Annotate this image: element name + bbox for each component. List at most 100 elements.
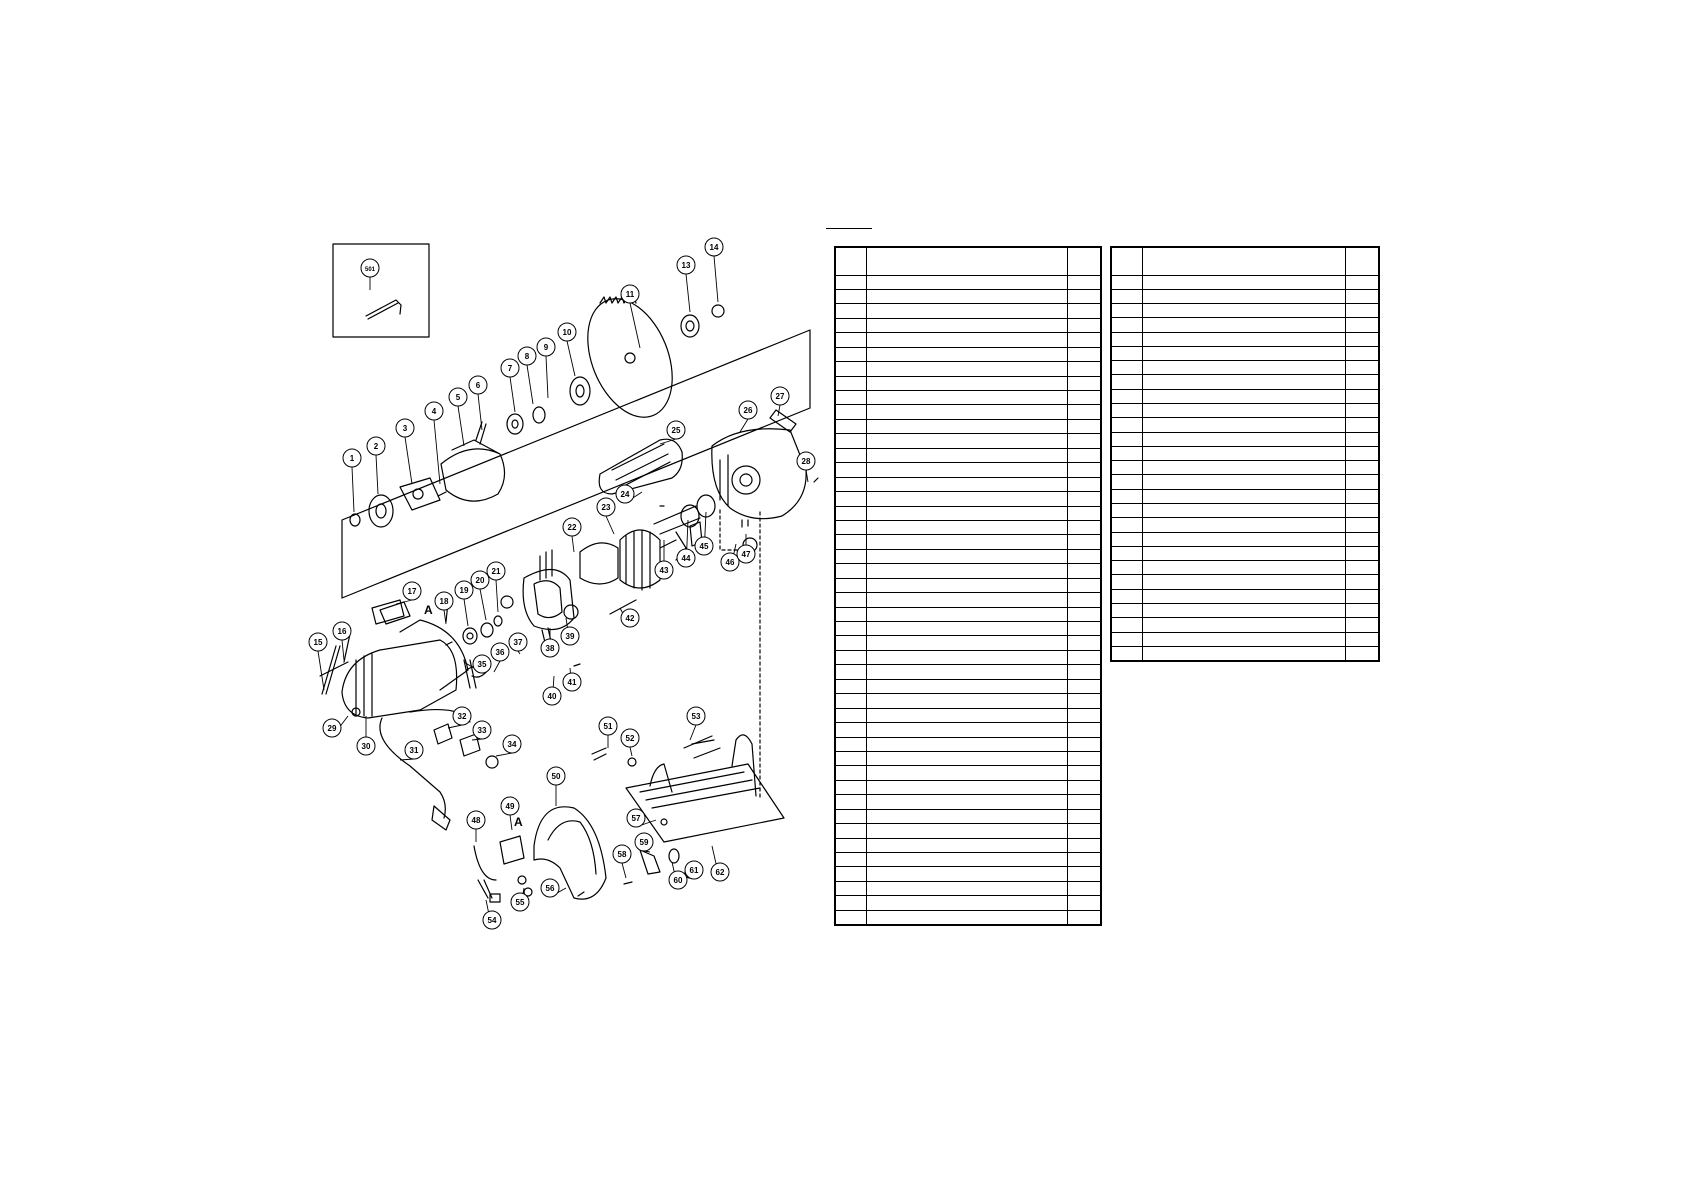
callout-circle	[626, 808, 646, 828]
callout-20: 20	[470, 570, 490, 590]
callout-number: 501	[365, 267, 376, 273]
table-cell	[1067, 404, 1102, 420]
callout-number: 50	[552, 772, 561, 781]
table-row	[1110, 545, 1380, 562]
table-cell	[1110, 403, 1143, 419]
leader-line	[659, 438, 677, 445]
table-row	[1110, 403, 1380, 419]
callout-number: 9	[544, 343, 549, 352]
table-cell	[1110, 602, 1143, 619]
table-cell	[866, 375, 1068, 392]
table-row	[834, 837, 1102, 854]
table-row	[834, 389, 1102, 406]
table-cell	[1067, 664, 1102, 680]
table-row	[834, 866, 1102, 882]
table-cell	[866, 693, 1068, 709]
callout-42: 42	[620, 608, 640, 628]
table-cell	[834, 837, 867, 854]
table-cell	[1067, 476, 1102, 493]
callout-circle	[738, 400, 758, 420]
callout-34: 34	[502, 734, 522, 754]
table-cell	[1067, 491, 1102, 507]
table-cell	[866, 895, 1068, 911]
table-cell	[834, 491, 867, 507]
table-row	[834, 317, 1102, 334]
table-cell	[1345, 388, 1380, 405]
callout-number: 34	[508, 740, 517, 749]
table-cell	[834, 404, 867, 420]
callout-number: 19	[460, 586, 469, 595]
table-cell	[834, 447, 867, 464]
table-cell	[866, 389, 1068, 406]
blade-guard-drawing	[440, 439, 506, 502]
callout-number: 8	[525, 352, 530, 361]
table-cell	[1345, 560, 1380, 576]
callout-circle	[468, 375, 488, 395]
table-row	[834, 736, 1102, 752]
callout-number: 18	[440, 597, 449, 606]
table-cell	[866, 722, 1068, 738]
leader-line	[517, 650, 521, 655]
table-cell	[1110, 345, 1143, 362]
table-cell	[834, 418, 867, 435]
callout-51: 51	[598, 716, 618, 736]
table-row	[1110, 360, 1380, 376]
table-cell	[1067, 389, 1102, 406]
leader-line	[509, 814, 513, 831]
callout-circle	[668, 870, 688, 890]
table-cell	[866, 274, 1068, 290]
callout-45: 45	[694, 536, 714, 556]
table-row	[1110, 274, 1380, 290]
leader-line	[545, 355, 549, 399]
callout-circle	[796, 451, 816, 471]
leader-line	[317, 650, 325, 691]
leader-line	[463, 598, 469, 627]
table-cell	[1110, 246, 1143, 276]
table-cell	[1067, 577, 1102, 594]
table-cell	[1067, 851, 1102, 868]
table-cell	[1110, 531, 1143, 547]
table-cell	[866, 505, 1068, 521]
table-cell	[834, 462, 867, 478]
leader-line	[495, 579, 499, 613]
table-cell	[1142, 288, 1346, 305]
table-row	[834, 577, 1102, 594]
table-cell	[1110, 502, 1143, 519]
table-cell	[1345, 417, 1380, 433]
table-cell	[834, 563, 867, 579]
callout-circle	[634, 832, 654, 852]
table-cell	[1142, 560, 1346, 576]
leader-line	[805, 469, 809, 483]
hex-key-drawing	[365, 299, 402, 320]
table-row	[834, 808, 1102, 825]
callout-circle	[720, 552, 740, 572]
table-row	[834, 649, 1102, 666]
callout-39: 39	[560, 626, 580, 646]
callout-circle	[542, 686, 562, 706]
table-row	[834, 678, 1102, 695]
table-cell	[1345, 617, 1380, 633]
table-row	[1110, 303, 1380, 319]
callout-22: 22	[562, 517, 582, 537]
table-cell	[1110, 474, 1143, 490]
leader-line	[457, 405, 465, 447]
table-cell	[866, 476, 1068, 493]
table-row	[1110, 531, 1380, 547]
table-cell	[1345, 331, 1380, 347]
table-cell	[1142, 303, 1346, 319]
table-cell	[1345, 588, 1380, 604]
callout-circle	[356, 736, 376, 756]
table-cell	[1067, 866, 1102, 882]
callout-number: 59	[640, 838, 649, 847]
table-row	[834, 563, 1102, 579]
table-cell	[1110, 545, 1143, 562]
table-cell	[866, 736, 1068, 752]
table-cell	[1345, 274, 1380, 290]
table-cell	[1110, 317, 1143, 333]
table-cell	[866, 678, 1068, 695]
table-row	[1110, 417, 1380, 433]
callout-number: 3	[403, 424, 408, 433]
table-row	[834, 722, 1102, 738]
table-row	[834, 794, 1102, 810]
table-cell	[1067, 837, 1102, 854]
